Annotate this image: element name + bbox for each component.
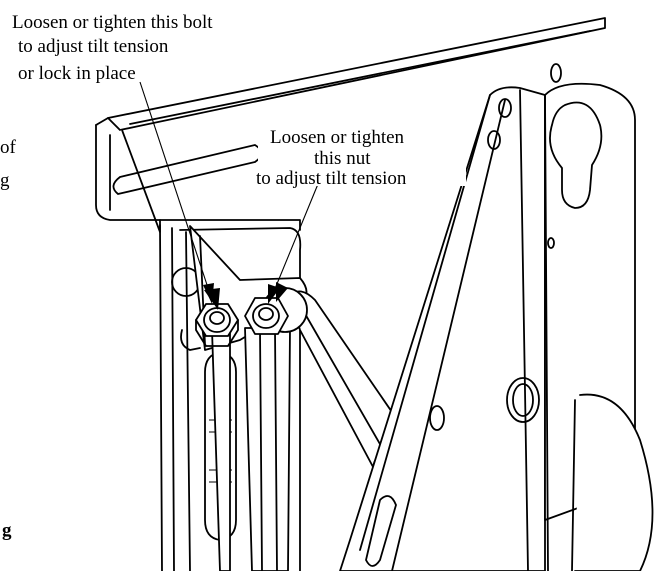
bolt-callout-arrow (139, 81, 220, 310)
bolt-callout-line-2: to adjust tilt tension (18, 36, 169, 57)
front-mounting-plate (339, 63, 654, 572)
nut-callout: Loosen or tighten this nut to adjust til… (256, 127, 466, 189)
nut-callout-line-2: this nut (314, 148, 371, 169)
keyhole-slot (549, 101, 603, 209)
top-hole (550, 63, 562, 83)
tilt-bolt (195, 303, 239, 347)
nut-callout-line-1: Loosen or tighten (270, 127, 405, 148)
cropped-left-text: of g g (0, 137, 17, 541)
nut-callout-line-3: to adjust tilt tension (256, 168, 407, 189)
cropped-text-3: g (2, 520, 12, 541)
cropped-text-1: of (0, 137, 17, 158)
bolt-callout: Loosen or tighten this bolt to adjust ti… (12, 12, 213, 84)
large-hole (506, 377, 540, 423)
flange-hole (498, 98, 512, 118)
tilt-arms (211, 327, 291, 572)
cropped-text-2: g (0, 170, 10, 191)
bolt-callout-line-1: Loosen or tighten this bolt (12, 12, 213, 33)
top-mounting-rail (95, 17, 606, 233)
nut-callout-arrow (268, 183, 319, 304)
tilt-nut (244, 287, 308, 335)
flange-hole (487, 130, 501, 150)
bolt-callout-line-3: or lock in place (18, 63, 136, 84)
